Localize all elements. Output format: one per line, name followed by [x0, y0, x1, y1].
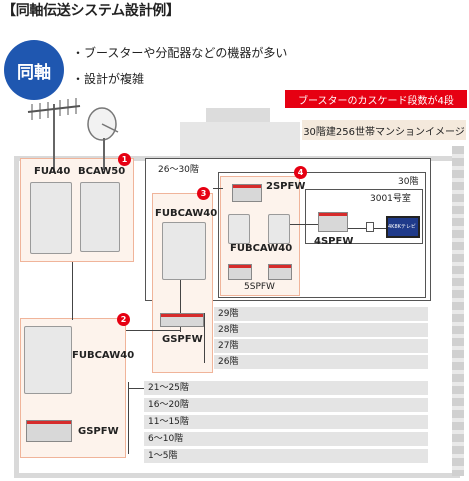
building-label: 30階建256世帯マンションイメージ	[302, 120, 466, 140]
cascade-callout: ブースターのカスケード段数が4段	[285, 90, 467, 108]
gspfw-mid-label: GSPFW	[162, 334, 203, 345]
4spfw-label: 4SPFW	[314, 236, 354, 247]
building-roof	[206, 108, 270, 124]
feed-low-floors	[128, 388, 144, 389]
building-right-wall	[452, 146, 464, 476]
floor-26: 26階	[214, 355, 428, 369]
floor-28: 28階	[214, 323, 428, 337]
floor-29: 29階	[214, 307, 428, 321]
feed-to-room	[270, 224, 330, 225]
5spfw-device-2	[268, 264, 292, 280]
bcaw50-device	[80, 182, 120, 252]
floor-1-5: 1〜5階	[144, 449, 428, 463]
2spfw-label: 2SPFW	[266, 181, 306, 192]
bullet-many-devices: ・ブースターや分配器などの機器が多い	[72, 46, 288, 60]
trunk-line	[72, 262, 73, 320]
tv-icon	[386, 216, 420, 238]
5spfw-device	[228, 264, 252, 280]
gspfw-bottom-device	[26, 420, 72, 442]
gspfw-bottom-label: GSPFW	[78, 426, 119, 437]
uhf-antenna-icon	[27, 98, 81, 172]
coax-badge: 同軸	[4, 40, 64, 100]
bs-dish-icon	[87, 107, 119, 170]
marker-1: 1	[118, 153, 131, 166]
floor-6-10: 6〜10階	[144, 432, 428, 446]
lower-riser	[128, 382, 129, 454]
tv-label: 4K8Kテレビ	[388, 224, 416, 230]
bcaw50-label: BCAW50	[78, 166, 126, 177]
building-roof-edge	[180, 122, 300, 158]
upper-zone-label: 26〜30階	[158, 165, 199, 175]
feed-mid-floors	[204, 313, 214, 363]
fubcaw40-top-device	[228, 214, 250, 244]
marker-2: 2	[117, 313, 130, 326]
top-floor-label: 30階	[398, 177, 419, 187]
gspfw-mid-device	[160, 313, 204, 327]
4spfw-device	[318, 212, 348, 232]
fua40-device	[30, 182, 72, 254]
bullet-complex-design: ・設計が複雑	[72, 72, 145, 86]
fua40-label: FUA40	[34, 166, 71, 177]
floor-27: 27階	[214, 339, 428, 353]
floor-16-20: 16〜20階	[144, 398, 428, 412]
marker-3: 3	[197, 187, 210, 200]
fubcaw40-mid-label: FUBCAW40	[155, 208, 218, 219]
floor-11-15: 11〜15階	[144, 415, 428, 429]
trunk-to-mid	[126, 330, 180, 331]
wall-outlet-icon	[366, 222, 374, 232]
page-title: 【同軸伝送システム設計例】	[2, 3, 180, 19]
room-label: 3001号室	[370, 194, 411, 204]
riser-line	[180, 280, 181, 332]
fubcaw40-main-device	[24, 326, 72, 394]
5spfw-label: 5SPFW	[244, 282, 275, 292]
fubcaw40-top-device-2	[268, 214, 290, 244]
2spfw-device	[232, 184, 262, 202]
fubcaw40-mid-device	[162, 222, 206, 280]
fubcaw40-top-label: FUBCAW40	[230, 243, 293, 254]
marker-4: 4	[294, 166, 307, 179]
floor-21-25: 21〜25階	[144, 381, 428, 395]
riser-to-top	[213, 188, 223, 189]
fubcaw40-main-label: FUBCAW40	[72, 350, 135, 361]
